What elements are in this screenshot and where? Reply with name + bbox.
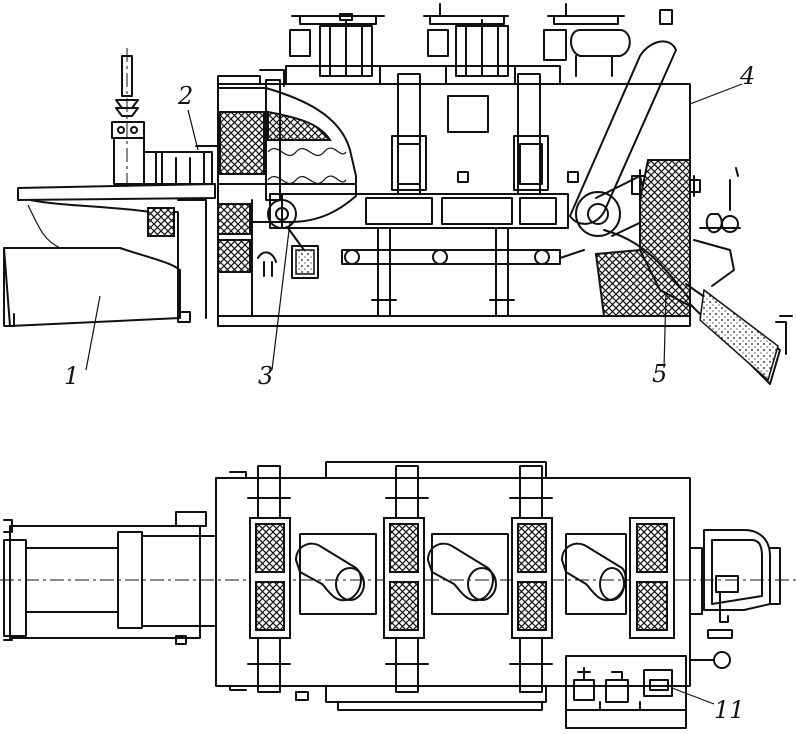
- cutaway-section: [217, 87, 357, 317]
- right-gearbox: [689, 529, 781, 669]
- plan-housing: [215, 461, 691, 711]
- left-cylinder: [3, 511, 215, 645]
- callout-2: 2: [177, 82, 193, 110]
- plan-view: [0, 461, 796, 729]
- feed-bracket: [155, 145, 225, 185]
- side-elevation-view: [3, 3, 793, 385]
- linkage-bar: [341, 227, 585, 317]
- lower-rail: [257, 193, 569, 279]
- callout-5: 5: [652, 360, 667, 388]
- loading-unit: [3, 183, 216, 327]
- leader-11: [671, 687, 715, 705]
- callout-4: 4: [739, 62, 755, 90]
- callout-labels: 1 2 3 4 5 11: [64, 62, 755, 724]
- callout-11: 11: [714, 696, 745, 724]
- callout-3: 3: [258, 362, 273, 390]
- side-leaders: [85, 83, 743, 371]
- control-box: [565, 655, 687, 729]
- plan-levers: [295, 533, 627, 615]
- callout-1: 1: [64, 362, 79, 390]
- vertical-pipe-valve: [111, 48, 157, 190]
- plan-pads: [249, 517, 675, 639]
- outlet-chute: [594, 159, 793, 385]
- column-pillars: [265, 73, 579, 201]
- top-motors: [289, 3, 673, 77]
